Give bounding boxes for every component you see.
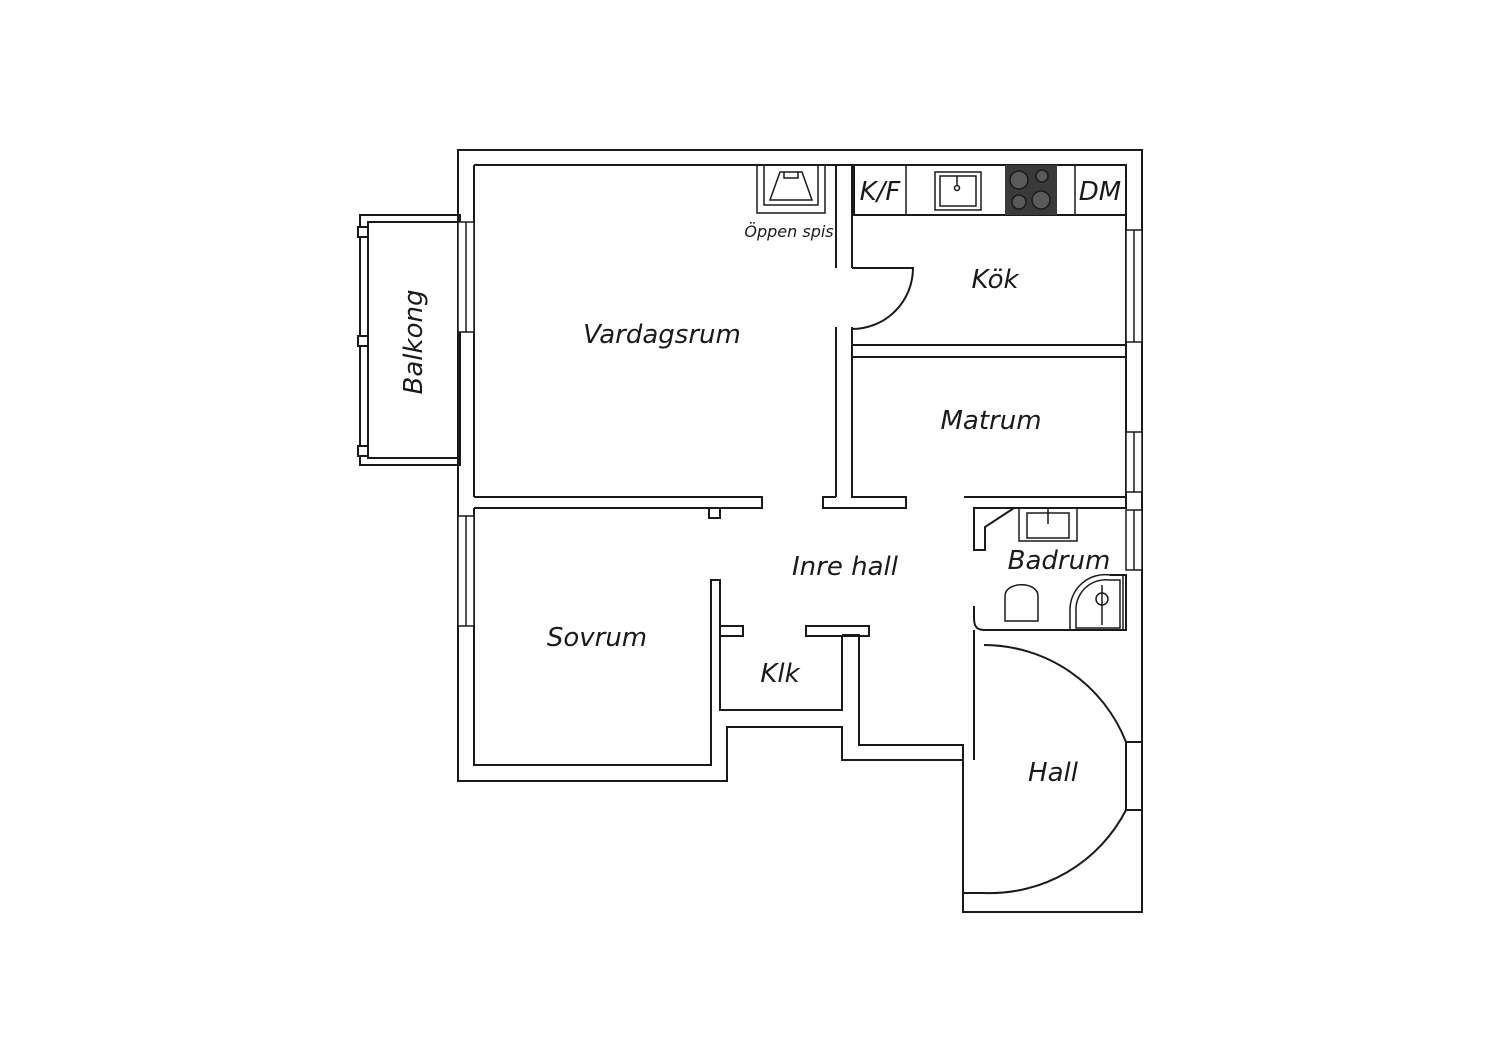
label-sovrum: Sovrum	[547, 623, 647, 653]
label-vardagsrum: Vardagsrum	[583, 320, 741, 350]
bathroom	[964, 496, 1127, 631]
label-badrum: Badrum	[1008, 546, 1111, 576]
label-hall: Hall	[1028, 758, 1079, 788]
outer-walls	[457, 149, 1143, 913]
door-kitchen	[851, 267, 915, 330]
label-kf: K/F	[860, 177, 902, 207]
label-balkong: Balkong	[399, 290, 429, 395]
door-entry	[963, 644, 1142, 895]
kitchen-counter	[853, 164, 1127, 216]
label-kok: Kök	[971, 265, 1019, 295]
label-klk: Klk	[760, 659, 800, 689]
room-labels: Vardagsrum Kök Matrum Balkong Sovrum Inr…	[399, 177, 1121, 788]
fireplace	[756, 164, 826, 214]
label-inre-hall: Inre hall	[792, 552, 899, 582]
label-matrum: Matrum	[940, 406, 1041, 436]
label-oppen-spis: Öppen spis	[744, 222, 833, 241]
bedroom	[473, 508, 721, 766]
kitchen-walls	[851, 344, 1126, 497]
label-dm: DM	[1079, 177, 1121, 207]
closet	[720, 625, 870, 637]
windows	[457, 221, 1143, 627]
